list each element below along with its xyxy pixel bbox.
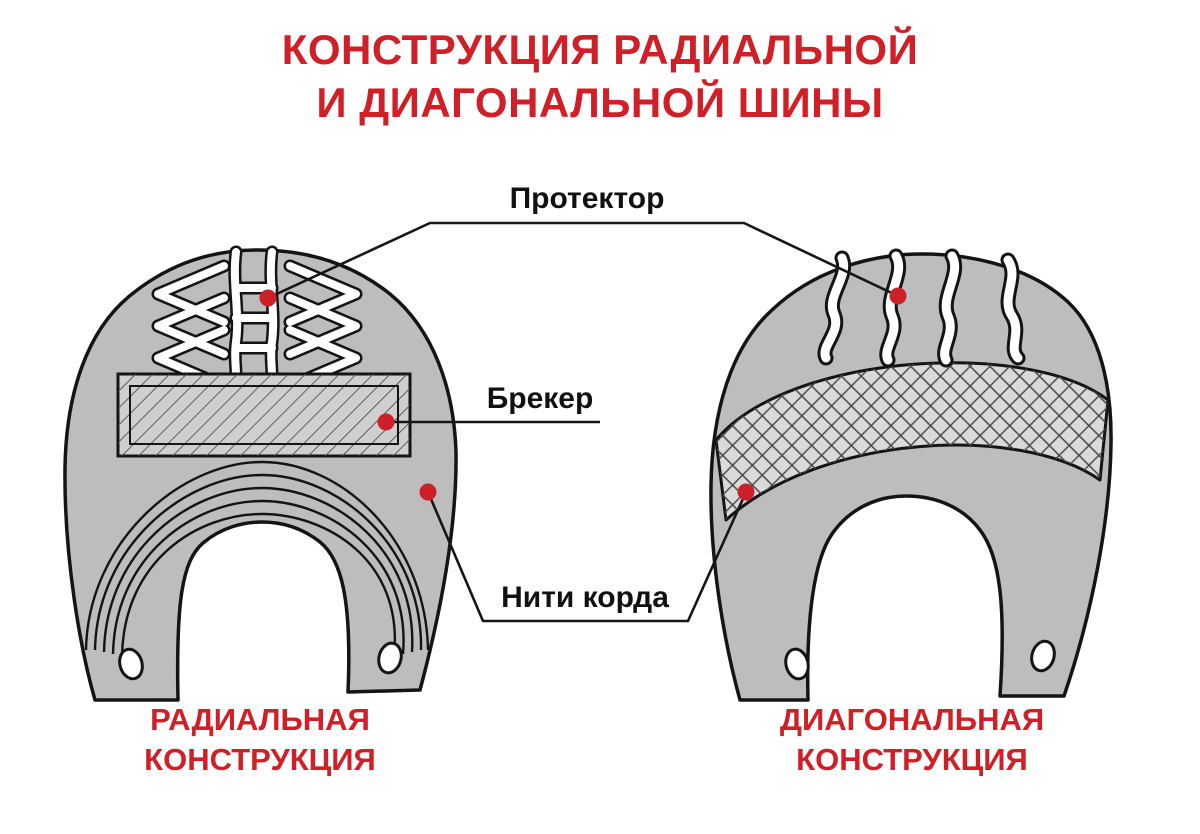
marker-dot-tread-right (889, 287, 907, 305)
radial-cord-plies (84, 460, 430, 657)
radial-tire (63, 245, 458, 702)
leader-line-tread (267, 221, 899, 300)
diagonal-band-hatching (716, 362, 1108, 520)
diagonal-ply-band (714, 361, 1110, 522)
bead-hole (1030, 639, 1056, 673)
caption-diagonal: ДИАГОНАЛЬНАЯ КОНСТРУКЦИЯ (692, 700, 1132, 781)
caption-radial-line-2: КОНСТРУКЦИЯ (144, 742, 376, 778)
radial-breaker-belt (116, 372, 412, 458)
cord-line (102, 486, 414, 653)
caption-radial-line-1: РАДИАЛЬНАЯ (150, 702, 370, 737)
label-cords: Нити корда (501, 581, 669, 614)
diagonal-tire (709, 248, 1113, 702)
bead-hole (784, 647, 810, 681)
marker-dot-breaker (377, 413, 395, 431)
bead-hole (377, 641, 403, 675)
title-line-1: КОНСТРУКЦИЯ РАДИАЛЬНОЙ (281, 26, 919, 73)
breaker-hatching (118, 374, 410, 456)
breaker-inner-outline (129, 385, 399, 445)
marker-dot-cords-right (737, 483, 755, 501)
bead-hole (118, 647, 144, 681)
marker-dot-cords-left (419, 483, 437, 501)
leader-lines (267, 221, 899, 623)
cord-line (111, 499, 405, 655)
page-title: КОНСТРУКЦИЯ РАДИАЛЬНОЙ И ДИАГОНАЛЬНОЙ ШИ… (0, 24, 1200, 129)
marker-dots (259, 287, 907, 501)
diagonal-tread-grooves (820, 251, 1023, 365)
cord-line (120, 512, 397, 657)
title-line-2: И ДИАГОНАЛЬНОЙ ШИНЫ (316, 78, 884, 126)
label-tread: Протектор (509, 182, 665, 215)
caption-radial: РАДИАЛЬНАЯ КОНСТРУКЦИЯ (40, 700, 480, 781)
cord-line (84, 460, 430, 651)
leader-line-cords (426, 491, 748, 623)
caption-diagonal-line-2: КОНСТРУКЦИЯ (796, 742, 1028, 778)
cord-line (93, 473, 423, 651)
marker-dot-tread-left (259, 289, 277, 307)
caption-diagonal-line-1: ДИАГОНАЛЬНАЯ (779, 702, 1045, 737)
label-breaker: Брекер (486, 382, 594, 415)
